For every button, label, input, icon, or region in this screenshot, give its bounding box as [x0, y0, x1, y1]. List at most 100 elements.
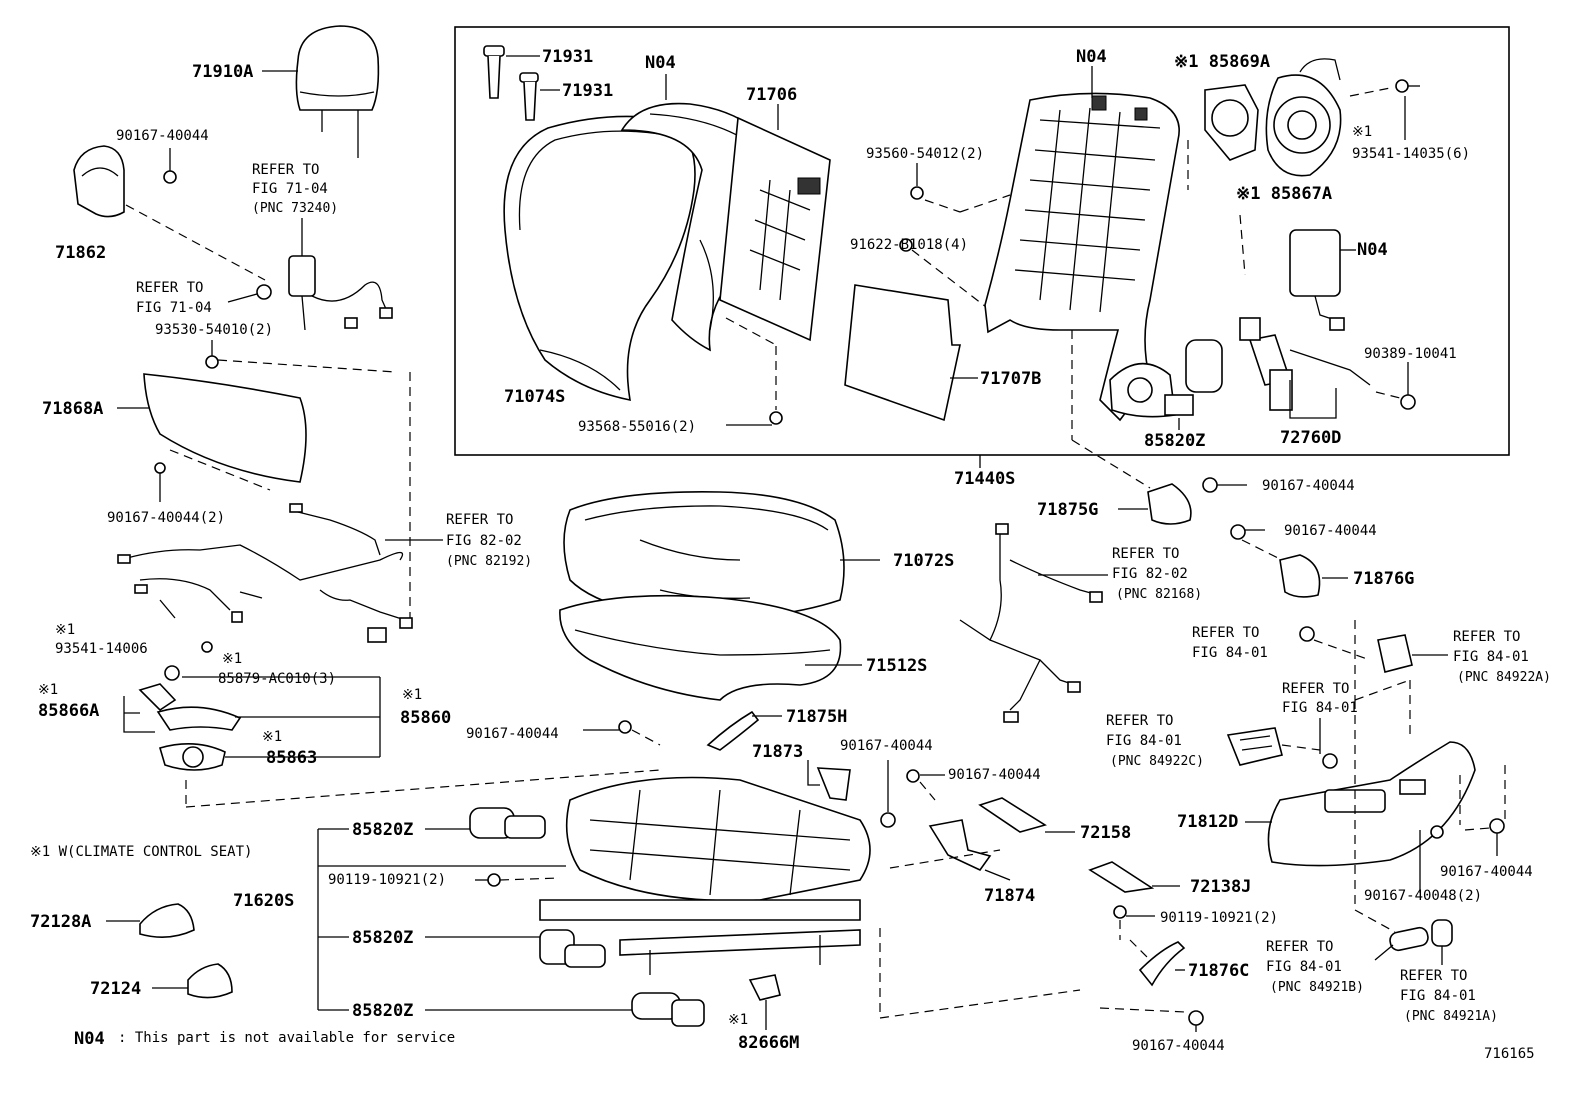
- label-71876G: 71876G: [1353, 569, 1414, 589]
- side-cover-71876G-part: [1279, 554, 1321, 598]
- label-71512S: 71512S: [866, 656, 927, 676]
- label-71875H: 71875H: [786, 707, 847, 727]
- label-fig-71-04-b: FIG 71-04: [136, 300, 212, 316]
- label-85869A: ※1 85869A: [1174, 52, 1270, 72]
- label-fig-84-01-f: FIG 84-01: [1400, 988, 1476, 1004]
- seat-cushion-cover-part: [563, 491, 845, 621]
- label-N04-a: N04: [645, 53, 676, 73]
- label-82666M: 82666M: [738, 1033, 799, 1053]
- label-85820Z-d: 85820Z: [352, 1001, 413, 1021]
- label-fig-84-01-d: FIG 84-01: [1106, 733, 1182, 749]
- label-72124: 72124: [90, 979, 141, 999]
- seatback-pad-71707B-part: [844, 284, 961, 422]
- note-text-value: This part is not available for service: [135, 1030, 455, 1046]
- label-90167-40048: 90167-40048(2): [1364, 888, 1482, 904]
- label-90167-40044-g: 90167-40044: [948, 767, 1041, 783]
- label-85867A: ※1 85867A: [1236, 184, 1332, 204]
- label-71707B: 71707B: [980, 369, 1041, 389]
- bracket-71876C-part: [1138, 941, 1186, 987]
- label-pnc-82192: (PNC 82192): [446, 554, 532, 569]
- label-refer-to-e: REFER TO: [1192, 625, 1259, 641]
- label-refer-to-f: REFER TO: [1453, 629, 1520, 645]
- label-refer-to-j: REFER TO: [1400, 968, 1467, 984]
- lifter-motor-part: [539, 929, 606, 968]
- label-71074S: 71074S: [504, 387, 565, 407]
- label-85820Z-a: 85820Z: [1144, 431, 1205, 451]
- bracket-82666M-part: [748, 974, 781, 1001]
- label-85866A: 85866A: [38, 701, 99, 721]
- label-93541-14006: 93541-14006: [55, 641, 148, 657]
- bracket-71874-part: [928, 819, 992, 872]
- label-71862: 71862: [55, 243, 106, 263]
- figure-id: 716165: [1484, 1046, 1535, 1062]
- label-90167-40044-e: 90167-40044: [466, 726, 559, 742]
- label-pnc-84921B: (PNC 84921B): [1270, 980, 1364, 995]
- mark-1-e: ※1: [262, 729, 282, 745]
- mark-1-g: ※1: [728, 1012, 748, 1028]
- label-refer-to-d: REFER TO: [1112, 546, 1179, 562]
- label-71873: 71873: [752, 742, 803, 762]
- label-refer-to-b: REFER TO: [136, 280, 203, 296]
- mark-1-c: ※1: [38, 682, 58, 698]
- label-90167-40044-d: 90167-40044: [1284, 523, 1377, 539]
- label-72158: 72158: [1080, 823, 1131, 843]
- label-72760D: 72760D: [1280, 428, 1341, 448]
- label-71868A: 71868A: [42, 399, 103, 419]
- seat-switch-84922A-part: [1377, 634, 1413, 673]
- wire-harness-82168-part: [959, 523, 1103, 723]
- label-91622-B1018: 91622-B1018(4): [850, 237, 968, 253]
- label-pnc-84922C: (PNC 84922C): [1110, 754, 1204, 769]
- label-85820Z-b: 85820Z: [352, 820, 413, 840]
- label-90167-40044-c: 90167-40044: [1262, 478, 1355, 494]
- knob-84921B-part: [1389, 926, 1429, 952]
- tilt-motor-part: [631, 992, 705, 1027]
- knob-84921A-part: [1431, 919, 1453, 947]
- lumbar-assembly-part: [1239, 317, 1371, 411]
- bracket-72158-part: [978, 797, 1047, 833]
- label-fig-84-01-c: FIG 84-01: [1282, 700, 1358, 716]
- blower-85869A-part: [1204, 84, 1259, 161]
- label-90167-40044-b: 90167-40044(2): [107, 510, 225, 526]
- headrest-support-part: [73, 145, 125, 218]
- label-refer-to-h: REFER TO: [1106, 713, 1173, 729]
- label-90167-40044-f: 90167-40044: [840, 738, 933, 754]
- label-fig-82-02-b: FIG 82-02: [1112, 566, 1188, 582]
- seatback-board-part: [719, 116, 831, 342]
- label-refer-to-c: REFER TO: [446, 512, 513, 528]
- label-72128A: 72128A: [30, 912, 91, 932]
- seat-track-assembly-part: [539, 776, 871, 975]
- label-90119-10921-b: 90119-10921(2): [1160, 910, 1278, 926]
- label-90119-10921-a: 90119-10921(2): [328, 872, 446, 888]
- bracket-71873-part: [816, 767, 851, 801]
- seat-side-cover-part: [143, 373, 307, 483]
- seat-wire-harness-part: [117, 503, 413, 643]
- label-refer-to-g: REFER TO: [1282, 681, 1349, 697]
- label-pnc-73240: (PNC 73240): [252, 201, 338, 216]
- mark-1-b: ※1: [222, 651, 242, 667]
- seatback-cover-part: [503, 115, 696, 402]
- label-71874: 71874: [984, 886, 1035, 906]
- label-fig-84-01-a: FIG 84-01: [1192, 645, 1268, 661]
- mark-1-a: ※1: [55, 622, 75, 638]
- label-90389-10041: 90389-10041: [1364, 346, 1457, 362]
- label-71931-a: 71931: [542, 47, 593, 67]
- label-93560-54012: 93560-54012(2): [866, 146, 984, 162]
- label-71812D: 71812D: [1177, 812, 1238, 832]
- mark-1-d: ※1: [402, 687, 422, 703]
- bracket-71875H-part: [706, 710, 760, 751]
- label-refer-to-a: REFER TO: [252, 162, 319, 178]
- label-85860: 85860: [400, 708, 451, 728]
- headrest-part: [295, 25, 380, 158]
- label-72138J: 72138J: [1190, 877, 1251, 897]
- label-pnc-84922A: (PNC 84922A): [1457, 670, 1551, 685]
- seatback-assembly-box: [454, 26, 1510, 456]
- label-pnc-84921A: (PNC 84921A): [1404, 1009, 1498, 1024]
- label-fig-82-02-a: FIG 82-02: [446, 533, 522, 549]
- label-N04-b: N04: [1076, 47, 1107, 67]
- label-85820Z-c: 85820Z: [352, 928, 413, 948]
- mark-1-f: ※1: [1352, 124, 1372, 140]
- label-refer-to-i: REFER TO: [1266, 939, 1333, 955]
- label-90167-40044-j: 90167-40044: [1132, 1038, 1225, 1054]
- label-93541-14035: 93541-14035(6): [1352, 146, 1470, 162]
- label-93530-54010: 93530-54010(2): [155, 322, 273, 338]
